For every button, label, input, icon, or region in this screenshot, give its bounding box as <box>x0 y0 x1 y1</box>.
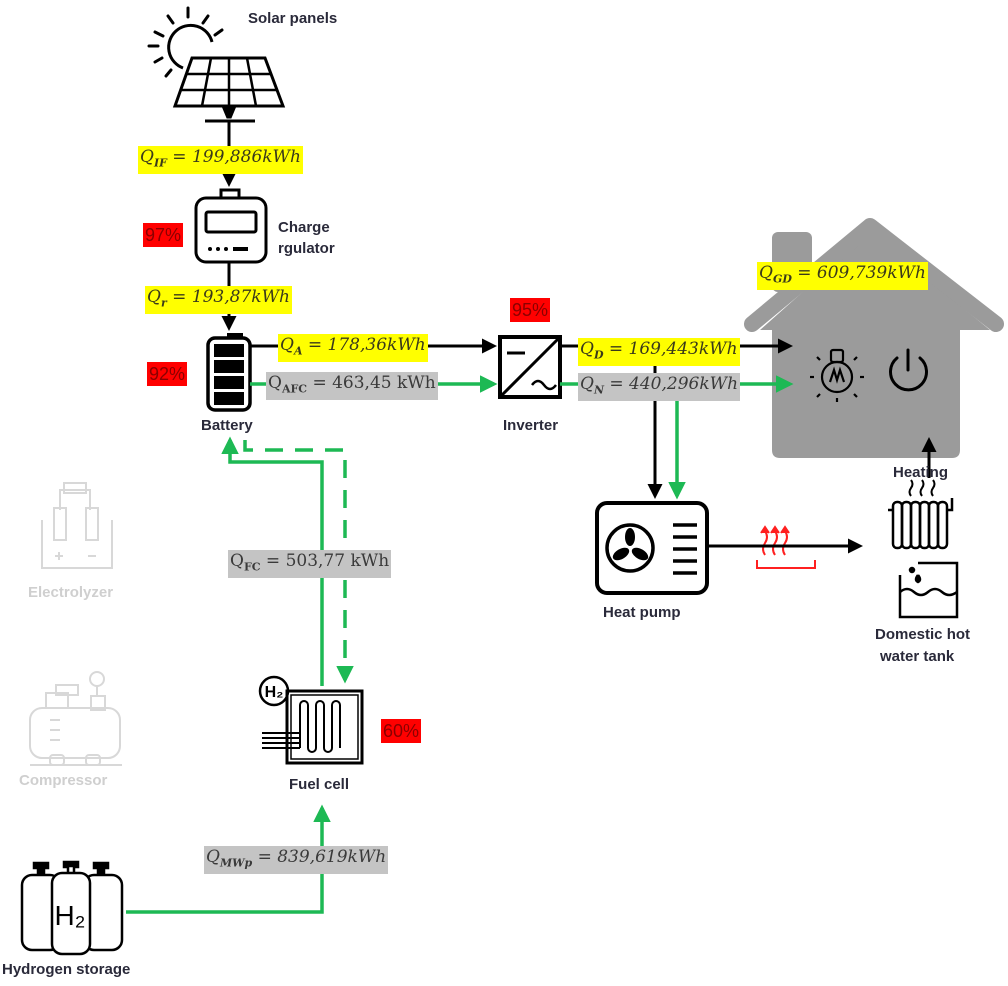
compressor-label: Compressor <box>19 772 108 789</box>
flow-q-fc: QFC = 503,77 kWh <box>228 550 392 579</box>
fuel-cell-label: Fuel cell <box>289 776 350 793</box>
hydrogen-storage-icon: H₂ <box>20 860 124 956</box>
heating-label: Heating <box>893 464 949 481</box>
heat-waves-icon <box>756 525 816 569</box>
svg-text:H₂: H₂ <box>265 684 284 701</box>
flow-q-a: QA = 178,36kWh <box>278 334 428 363</box>
fuel-cell-icon: H₂ <box>258 675 364 765</box>
flow-q-mwp: QMWp = 839,619kWh <box>204 846 389 875</box>
battery-label: Battery <box>201 417 253 434</box>
inverter-label: Inverter <box>503 417 559 434</box>
charge-regulator-icon <box>194 188 268 264</box>
power-icon <box>889 348 928 392</box>
battery-efficiency-badge: 92% <box>147 362 188 386</box>
house-icon <box>744 218 1004 458</box>
flow-q-afc: QAFC = 463,45 kWh <box>266 372 438 401</box>
svg-text:H₂: H₂ <box>54 900 85 931</box>
hot-water-tank-label-line2: water tank <box>880 648 955 665</box>
flow-q-if: QIF = 199,886kWh <box>138 146 303 175</box>
flow-q-d: QD = 169,443kWh <box>578 338 740 367</box>
flow-q-r: Qr = 193,87kWh <box>145 286 292 315</box>
charge-regulator-label-line1: Charge <box>278 219 330 236</box>
electrolyzer-label: Electrolyzer <box>28 584 114 601</box>
heat-pump-label: Heat pump <box>603 604 681 621</box>
charge-regulator-label-line2: rgulator <box>278 240 335 257</box>
hot-water-tank-label-line1: Domestic hot <box>875 626 971 643</box>
battery-icon <box>206 333 252 412</box>
solar-panel-icon <box>147 6 286 123</box>
hydrogen-storage-label: Hydrogen storage <box>2 961 131 978</box>
radiator-icon <box>888 479 954 550</box>
heat-pump-icon <box>595 501 709 595</box>
charge-regulator-efficiency-badge: 97% <box>143 223 184 247</box>
compressor-icon <box>29 671 122 766</box>
inverter-efficiency-badge: 95% <box>510 298 551 322</box>
water-tank-icon <box>898 561 959 619</box>
flow-q-gd: QGD = 609,739kWh <box>757 262 928 291</box>
hydrogen-flow-lines <box>126 375 794 914</box>
inverter-icon <box>498 335 562 399</box>
fuel-cell-efficiency-badge: 60% <box>381 719 422 743</box>
solar-panels-label: Solar panels <box>248 10 338 27</box>
flow-q-n: QN = 440,296kWh <box>578 373 741 402</box>
light-bulb-icon <box>810 348 864 402</box>
electrolyzer-icon <box>41 482 113 569</box>
